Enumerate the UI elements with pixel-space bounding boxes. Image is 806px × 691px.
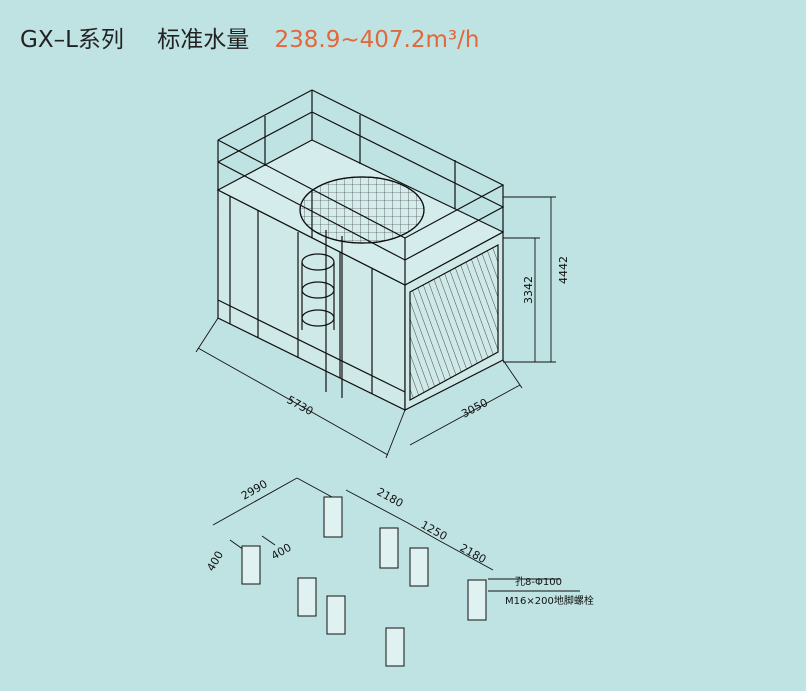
tower-dimensions xyxy=(195,196,556,459)
tower-body xyxy=(216,89,505,411)
dim-length: 5730 xyxy=(285,393,316,418)
foundation-plan xyxy=(212,477,580,592)
foundation-piers xyxy=(241,496,487,667)
page-title: GX–L系列 标准水量 238.9~407.2m³/h xyxy=(20,20,479,54)
dim-pier-w: 400 xyxy=(269,541,294,563)
dim-height-total: 4442 xyxy=(557,256,570,284)
dim-span-d: 2180 xyxy=(458,541,489,566)
flow-label: 标准水量 xyxy=(157,27,250,53)
dim-height-body: 3342 xyxy=(522,276,535,304)
hole-note: 孔8-Φ100 xyxy=(515,576,562,588)
flow-range: 238.9~407.2m³/h xyxy=(274,27,480,53)
dim-width: 3050 xyxy=(459,396,490,421)
bolt-note: M16×200地脚螺栓 xyxy=(505,594,594,607)
dim-span-a: 2990 xyxy=(239,477,270,502)
dim-span-c: 1250 xyxy=(419,518,450,543)
dim-pier-d: 400 xyxy=(204,549,226,574)
dim-span-b: 2180 xyxy=(375,485,406,510)
series-name: GX–L系列 xyxy=(20,27,124,53)
